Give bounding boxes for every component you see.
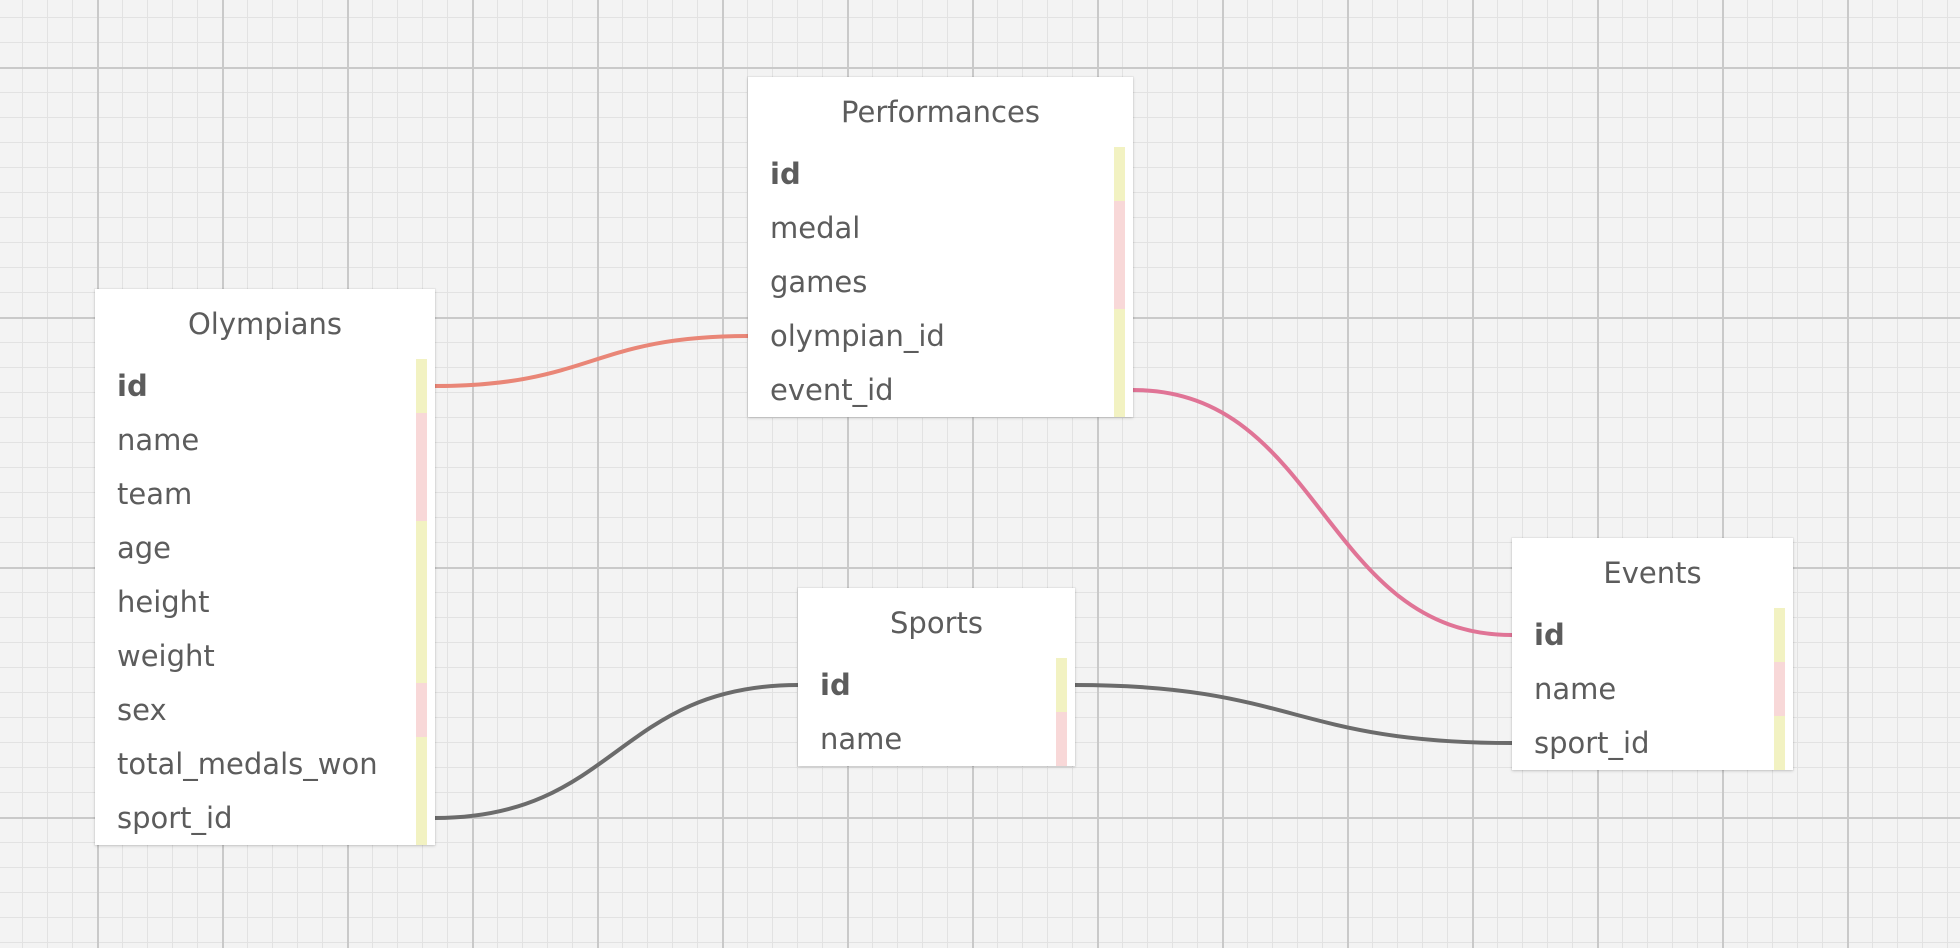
field-row-total-medals-won[interactable]: total_medals_won — [95, 737, 435, 791]
field-type-marker — [1056, 712, 1067, 766]
relation-line-performances-event-id-to-events-id[interactable] — [1131, 388, 1514, 637]
field-name: id — [117, 369, 148, 403]
field-name: olympian_id — [770, 319, 945, 353]
relation-line-sports-id-to-events-sport-id[interactable] — [1073, 683, 1514, 745]
field-name: id — [770, 157, 801, 191]
field-name: id — [1534, 618, 1565, 652]
field-row-name[interactable]: name — [1512, 662, 1793, 716]
table-events[interactable]: Events id name sport_id — [1512, 538, 1793, 770]
field-row-medal[interactable]: medal — [748, 201, 1133, 255]
field-name: id — [820, 668, 851, 702]
field-row-id[interactable]: id — [748, 147, 1133, 201]
field-name: weight — [117, 639, 215, 673]
field-type-marker — [416, 413, 427, 467]
field-name: total_medals_won — [117, 747, 378, 781]
field-type-marker — [416, 359, 427, 413]
field-row-event-id[interactable]: event_id — [748, 363, 1133, 417]
field-row-height[interactable]: height — [95, 575, 435, 629]
field-list: id name team age height weight sex total_medals… — [95, 359, 435, 845]
field-type-marker — [1114, 255, 1125, 309]
field-type-marker — [1774, 608, 1785, 662]
field-type-marker — [1774, 716, 1785, 770]
field-type-marker — [416, 467, 427, 521]
field-name: sex — [117, 693, 167, 727]
field-type-marker — [416, 629, 427, 683]
field-name: team — [117, 477, 193, 511]
field-type-marker — [1114, 147, 1125, 201]
field-row-name[interactable]: name — [95, 413, 435, 467]
field-list: id name — [798, 658, 1075, 766]
field-type-marker — [1774, 662, 1785, 716]
table-title: Olympians — [187, 307, 343, 341]
field-name: name — [820, 722, 903, 756]
field-type-marker — [1114, 201, 1125, 255]
field-type-marker — [416, 521, 427, 575]
field-row-id[interactable]: id — [95, 359, 435, 413]
field-name: name — [117, 423, 200, 457]
field-row-sport-id[interactable]: sport_id — [1512, 716, 1793, 770]
field-type-marker — [416, 791, 427, 845]
field-type-marker — [1114, 363, 1125, 417]
relation-line-olympians-sport-id-to-sports-id[interactable] — [433, 683, 800, 820]
field-name: age — [117, 531, 172, 565]
field-row-id[interactable]: id — [1512, 608, 1793, 662]
field-row-name[interactable]: name — [798, 712, 1075, 766]
field-row-sport-id[interactable]: sport_id — [95, 791, 435, 845]
field-row-games[interactable]: games — [748, 255, 1133, 309]
field-list: id medal games olympian_id event_id — [748, 147, 1133, 417]
field-name: event_id — [770, 373, 894, 407]
field-type-marker — [416, 683, 427, 737]
table-title: Events — [1603, 556, 1702, 590]
field-name: games — [770, 265, 868, 299]
field-name: height — [117, 585, 210, 619]
field-row-id[interactable]: id — [798, 658, 1075, 712]
field-row-age[interactable]: age — [95, 521, 435, 575]
field-type-marker — [416, 737, 427, 791]
field-name: sport_id — [1534, 726, 1650, 760]
field-type-marker — [1114, 309, 1125, 363]
field-list: id name sport_id — [1512, 608, 1793, 770]
field-row-sex[interactable]: sex — [95, 683, 435, 737]
table-olympians[interactable]: Olympians id name team age height weight sex to… — [95, 289, 435, 845]
field-type-marker — [1056, 658, 1067, 712]
field-name: name — [1534, 672, 1617, 706]
table-title: Performances — [841, 95, 1040, 129]
field-type-marker — [416, 575, 427, 629]
table-title: Sports — [890, 606, 983, 640]
field-row-olympian-id[interactable]: olympian_id — [748, 309, 1133, 363]
field-name: sport_id — [117, 801, 233, 835]
relation-line-olympians-id-to-performances-olympian-id[interactable] — [433, 334, 750, 388]
table-sports[interactable]: Sports id name — [798, 588, 1075, 766]
field-row-team[interactable]: team — [95, 467, 435, 521]
field-row-weight[interactable]: weight — [95, 629, 435, 683]
field-name: medal — [770, 211, 861, 245]
